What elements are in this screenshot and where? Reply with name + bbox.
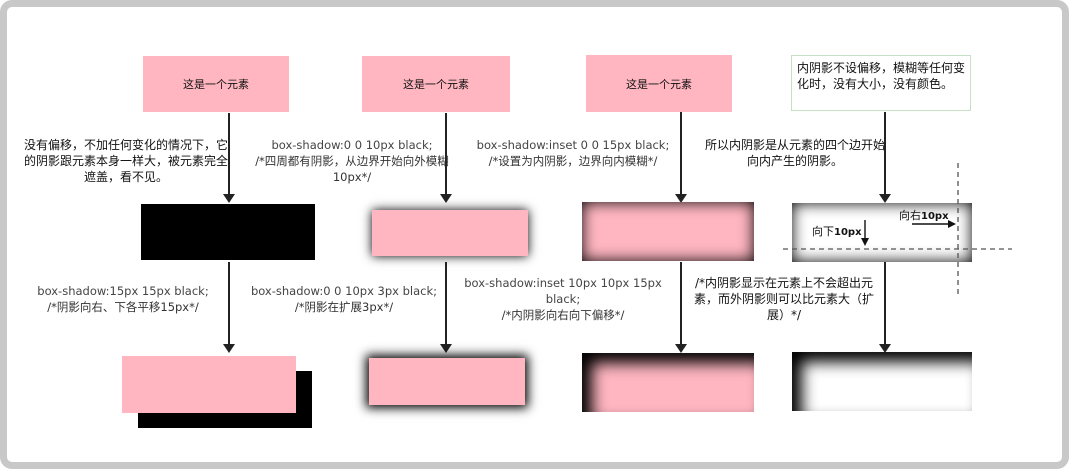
note-col4-mid: /*内阴影显示在元素上不会超出元素，而外阴影则可以比元素大（扩展）*/ [693, 276, 874, 322]
note-col3-top-code: box-shadow:inset 0 0 15px black; [476, 138, 670, 152]
note-col2-top: box-shadow:0 0 10px black; /*四周都有阴影，从边界开… [252, 137, 452, 185]
shadow-result-4 [792, 203, 972, 262]
element-box-2: 这是一个元素 [362, 56, 510, 112]
note-col1-mid-comment: /*阴影向右、下各平移15px*/ [47, 300, 199, 314]
shadow-result-6 [369, 358, 525, 405]
note-col3-top: box-shadow:inset 0 0 15px black; /*设置为内阴… [462, 137, 684, 169]
note-col1-mid-code: box-shadow:15px 15px black; [37, 284, 209, 298]
right-arrow-head [948, 220, 956, 228]
arrow-col1-2 [223, 262, 235, 353]
shadow-result-8 [792, 352, 972, 411]
arrow-col1-1 [223, 113, 235, 203]
label-down-text: 向下 [812, 225, 834, 238]
arrow-col2-1 [440, 113, 452, 203]
shadow-result-3 [582, 202, 754, 261]
shadow-result-2 [372, 210, 528, 256]
note-col3-top-comment: /*设置为内阴影，边界向内模糊*/ [488, 154, 658, 168]
note-col1-mid: box-shadow:15px 15px black; /*阴影向右、下各平移1… [18, 283, 228, 315]
note-col3-mid-code: box-shadow:inset 10px 10px 15px black; [464, 276, 662, 306]
label-right-text: 向右 [899, 209, 921, 222]
label-down-value: 10px [834, 227, 862, 238]
shadow-result-7 [582, 353, 754, 412]
element-box-1: 这是一个元素 [143, 56, 289, 112]
shadow-result-5 [122, 356, 296, 413]
label-down: 向下10px [812, 223, 862, 239]
arrow-col2-2 [440, 262, 452, 353]
note-col2-top-code: box-shadow:0 0 10px black; [271, 138, 433, 152]
arrow-col3-1 [675, 112, 687, 203]
arrow-col3-2 [675, 262, 687, 353]
note-col2-mid-comment: /*阴影在扩展3px*/ [294, 300, 394, 314]
note-col4-top: 所以内阴影是从元素的四个边开始向内产生的阴影。 [704, 138, 885, 168]
note-col2-top-comment: /*四周都有阴影，从边界开始向外模糊10px*/ [255, 154, 449, 184]
note-col1-top: 没有偏移，不加任何变化的情况下，它的阴影跟元素本身一样大，被元素完全遮盖，看不见… [23, 138, 228, 184]
inner-shadow-note-box: 内阴影不设偏移，模糊等任何变化时，没有大小，没有颜色。 [791, 55, 971, 111]
down-arrow-head [861, 238, 869, 246]
note-col3-mid: box-shadow:inset 10px 10px 15px black; /… [452, 275, 674, 323]
label-right-value: 10px [921, 211, 949, 222]
note-col2-mid: box-shadow:0 0 10px 3px black; /*阴影在扩展3p… [238, 283, 450, 315]
element-box-3: 这是一个元素 [586, 55, 732, 112]
note-col3-mid-comment: /*内阴影向右向下偏移*/ [501, 308, 625, 322]
note-col2-mid-code: box-shadow:0 0 10px 3px black; [250, 284, 438, 298]
shadow-result-1 [141, 204, 315, 260]
label-right: 向右10px [899, 207, 949, 223]
arrow-col4-2 [879, 262, 891, 353]
arrow-col4-1 [879, 112, 891, 203]
